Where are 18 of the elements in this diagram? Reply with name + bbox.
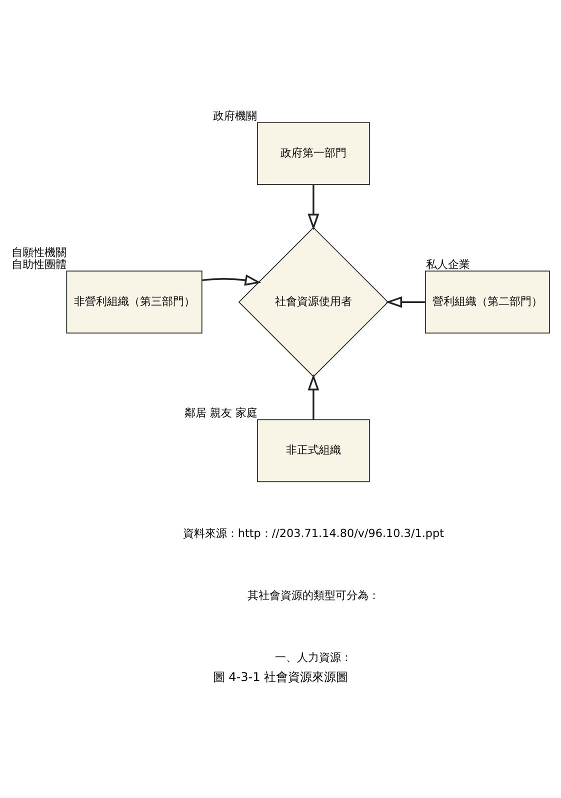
node-box: 政府第一部門 — [257, 122, 370, 185]
node-box: 非營利組織（第三部門） — [66, 270, 202, 334]
label: 資料來源：http：//203.71.14.80/v/96.10.3/1.ppt — [182, 527, 444, 540]
label: 其社會資源的類型可分為： — [247, 589, 380, 602]
node-box: 非正式組織 — [257, 419, 370, 482]
node-label: 自助性團體 — [12, 258, 67, 271]
arrow — [308, 184, 320, 230]
arrow — [308, 374, 320, 420]
label: 一、人力資源： — [274, 651, 352, 664]
node-label: 私人企業 — [426, 258, 470, 271]
node-label: 政府機關 — [213, 109, 258, 122]
node-box: 營利組織（第二部門） — [425, 270, 550, 334]
node-label: 自願性機關 — [12, 246, 67, 259]
arrow — [386, 296, 426, 308]
node-label: 鄰居 親友 家庭 — [184, 406, 258, 420]
caption: 圖 4-3-1 社會資源來源圖 — [212, 670, 348, 684]
node-diamond: 社會資源使用者 — [238, 226, 389, 378]
arrow — [202, 274, 262, 286]
